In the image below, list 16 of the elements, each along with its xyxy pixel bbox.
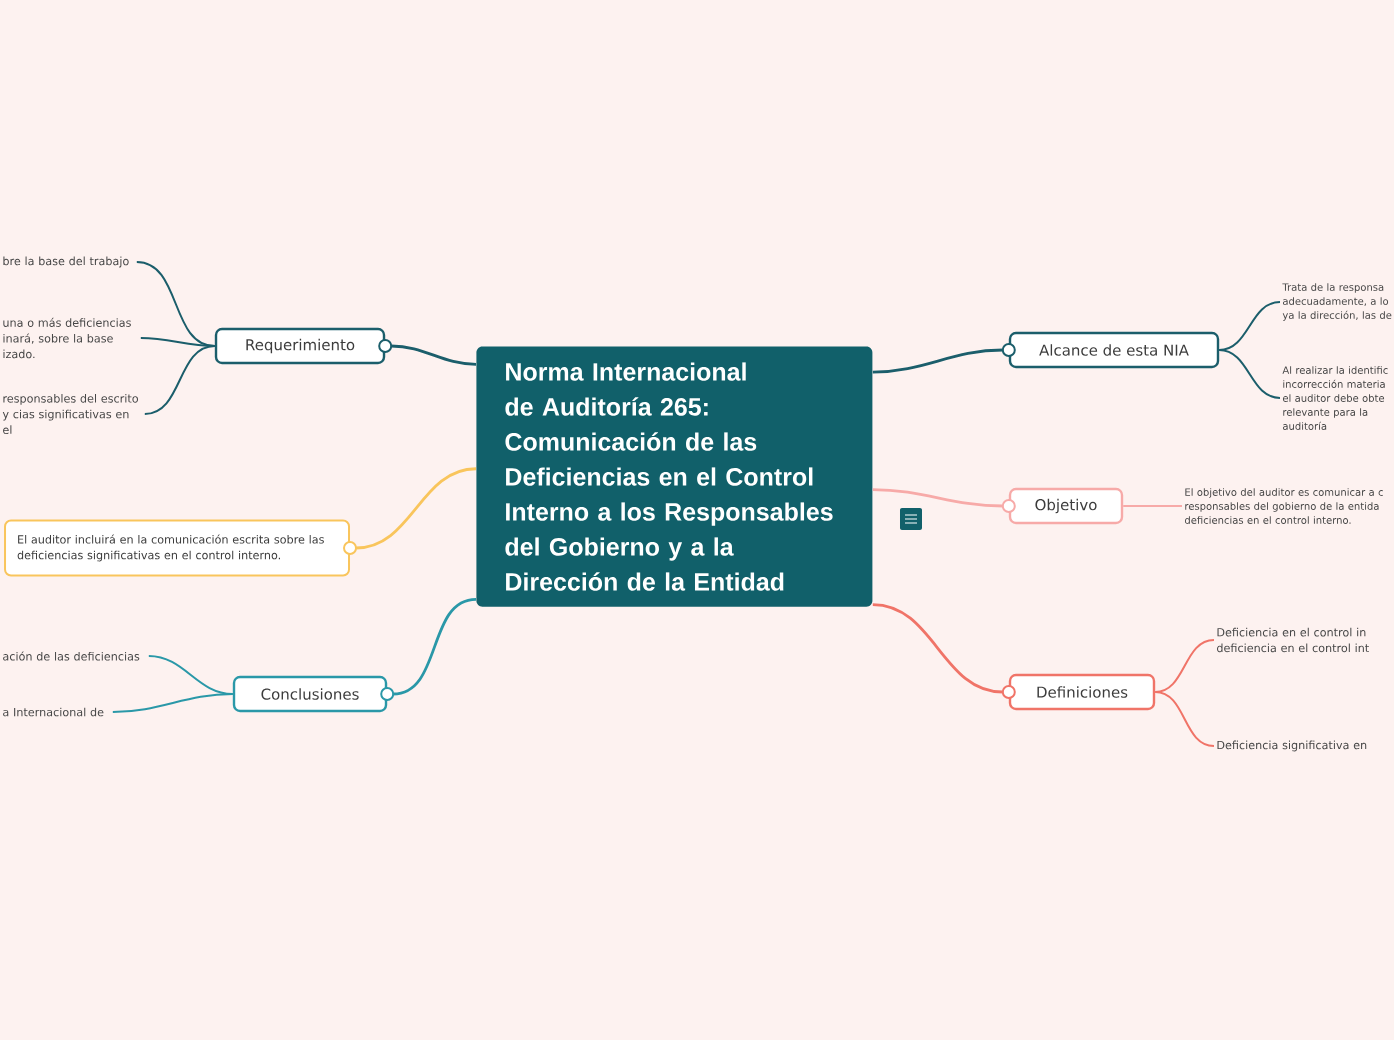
connector xyxy=(111,693,234,713)
connector xyxy=(872,488,1003,508)
connector xyxy=(1154,639,1215,693)
connector xyxy=(872,603,1003,694)
connector xyxy=(1154,691,1215,747)
connector xyxy=(355,467,477,550)
connector xyxy=(872,348,1003,374)
connector xyxy=(143,345,216,415)
connector xyxy=(392,597,477,696)
connector xyxy=(139,337,216,347)
connector xyxy=(391,344,477,366)
connector xyxy=(1122,505,1183,507)
connector xyxy=(135,261,216,347)
connector xyxy=(1218,349,1281,399)
title-box: Norma Internacional de Auditoría 265: Comunicación de las Deficiencias en el Control Interno a los Responsables del Gobierno y a la Dirección de la Entidad xyxy=(476,346,873,607)
connector xyxy=(1218,301,1281,351)
